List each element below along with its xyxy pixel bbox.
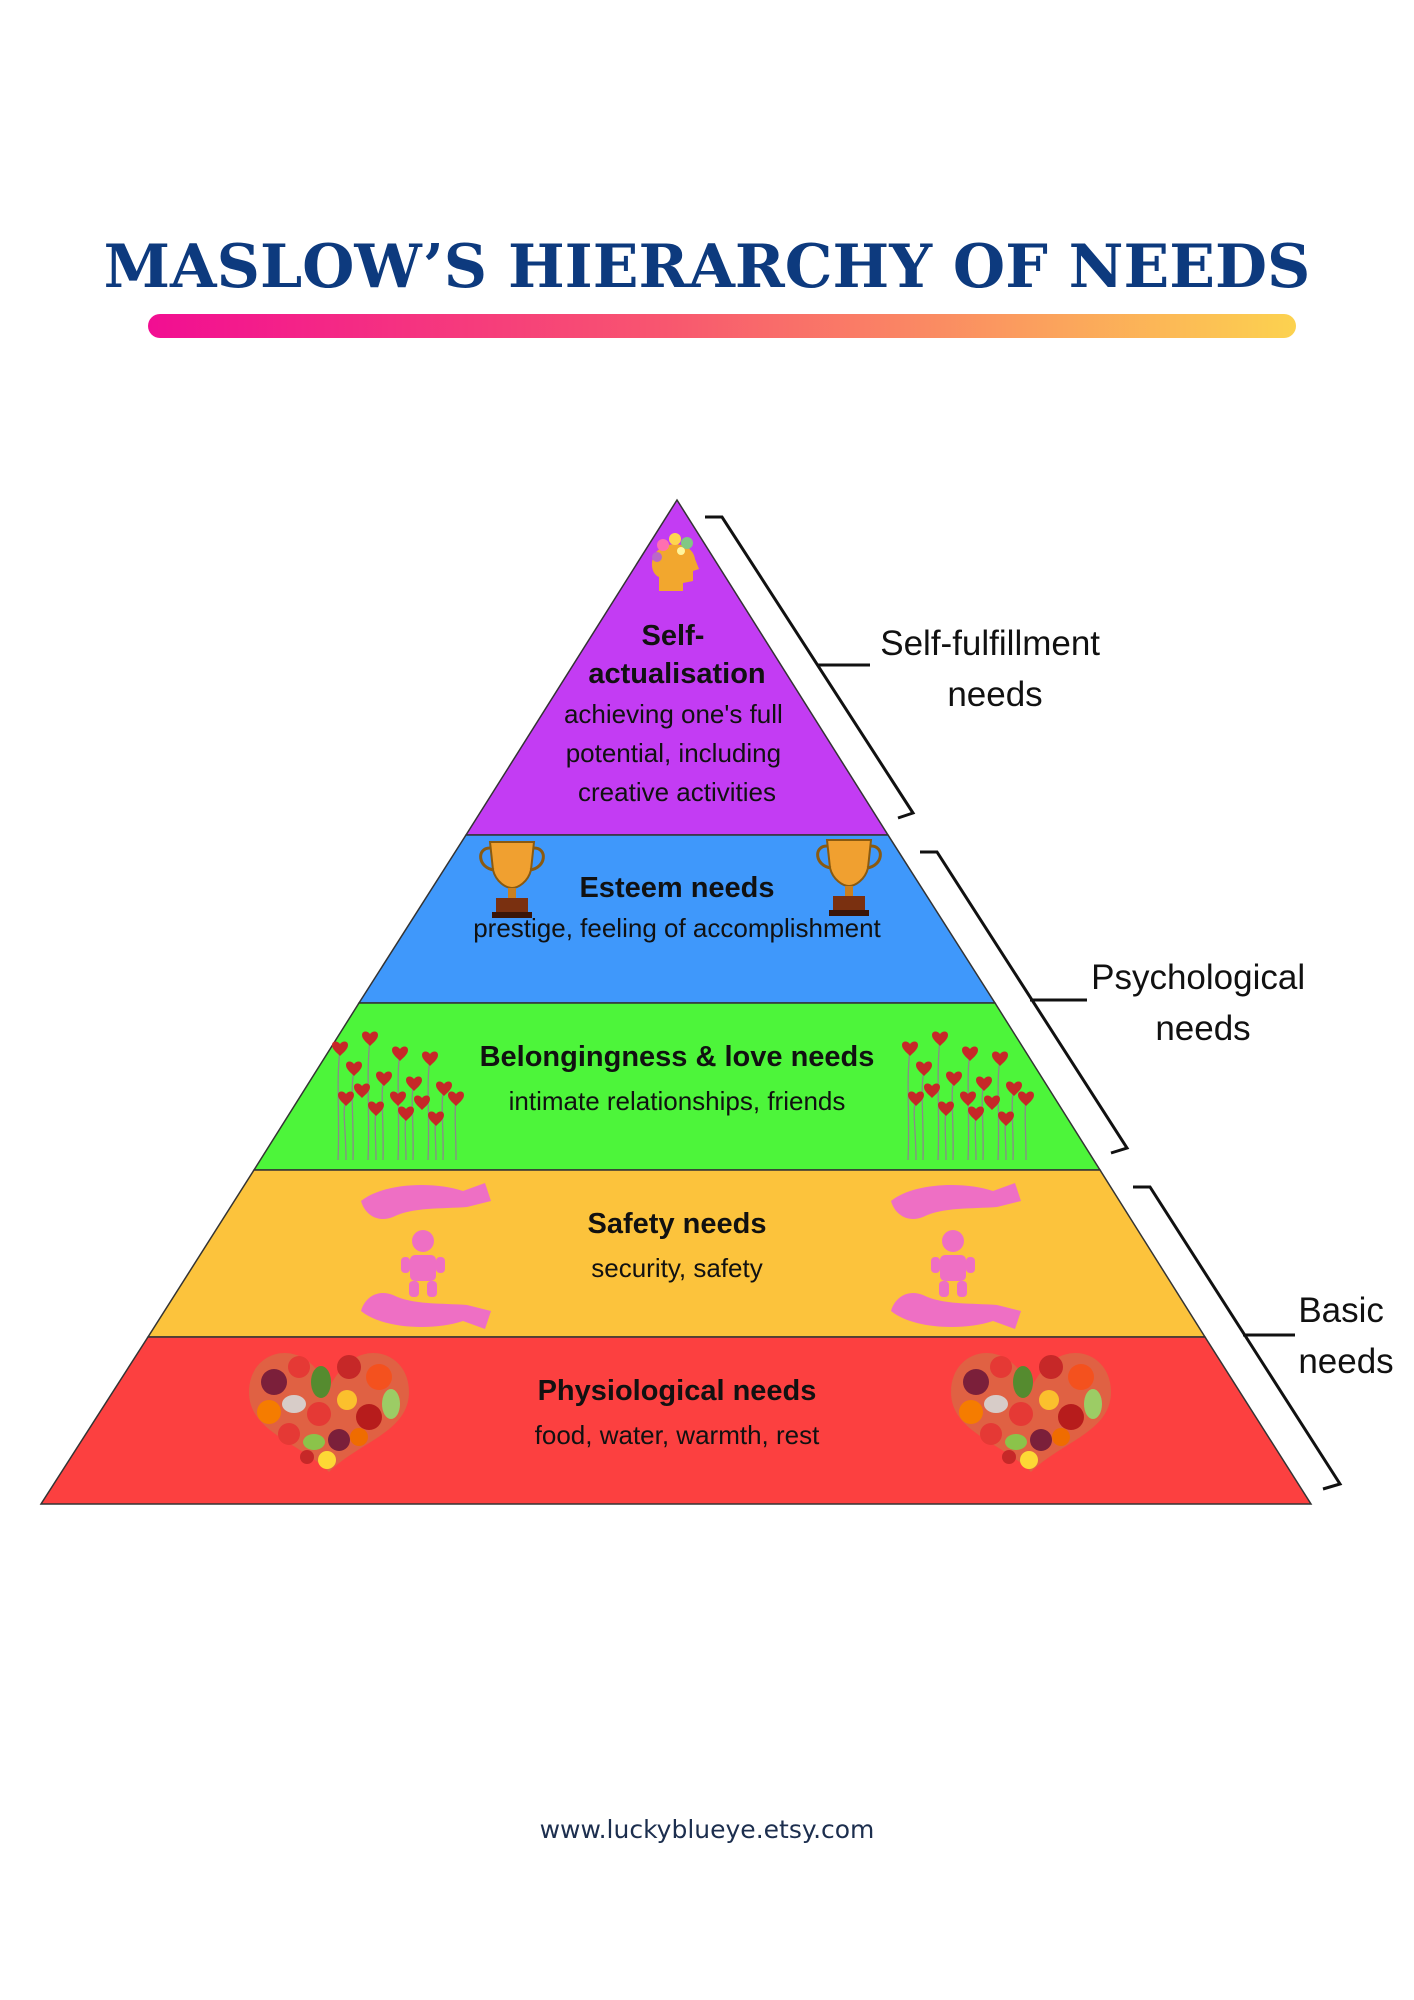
tier-title-belonging: Belongingness & love needs <box>480 1041 875 1073</box>
page-title: MASLOW’S HIERARCHY OF NEEDS <box>103 232 1311 302</box>
footer-url[interactable]: www.luckyblueye.etsy.com <box>539 1815 875 1844</box>
tier-title-safety: Safety needs <box>588 1208 767 1240</box>
tier-desc-belonging: intimate relationships, friends <box>509 1086 846 1116</box>
title-underline <box>148 314 1296 338</box>
tier-desc-safety: security, safety <box>591 1253 762 1283</box>
tier-title-self-actualisation: Self- actualisation <box>588 620 765 690</box>
tier-title-physiological: Physiological needs <box>538 1375 817 1407</box>
group-label-self-fulfillment: Self-fulfillment needs <box>880 624 1110 714</box>
tier-title-esteem: Esteem needs <box>579 872 774 904</box>
head-with-flowers-icon <box>651 533 699 591</box>
group-label-psychological: Psychological needs <box>1091 958 1315 1048</box>
tier-desc-physiological: food, water, warmth, rest <box>535 1420 820 1450</box>
group-label-basic: Basic needs <box>1298 1291 1393 1381</box>
tier-desc-esteem: prestige, feeling of accomplishment <box>473 913 881 943</box>
tier-desc-self-actualisation: achieving one's full potential, includin… <box>564 699 790 807</box>
